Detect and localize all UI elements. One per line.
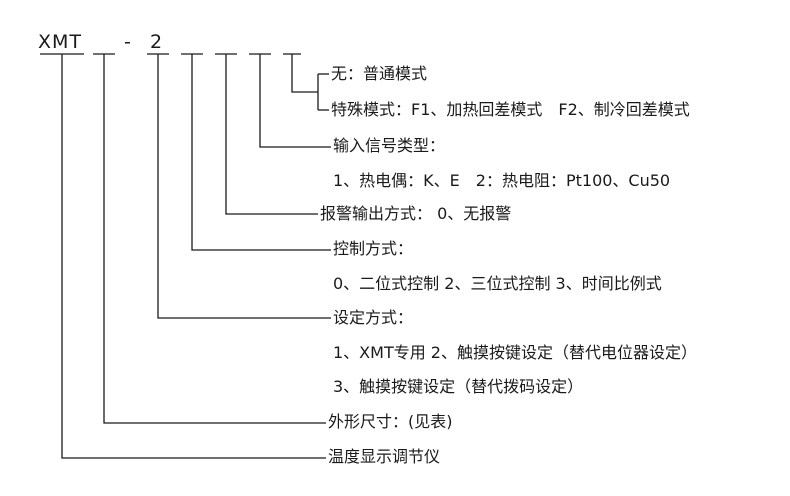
label-mode-none: 无：普通模式 (331, 64, 428, 83)
connector-alarm (225, 54, 318, 215)
label-control-title: 控制方式： (333, 239, 414, 258)
label-input-type-title: 输入信号类型： (333, 136, 446, 155)
label-input-type-options: 1、热电偶：K、E 2：热电阻：Pt100、Cu50 (333, 171, 671, 190)
connector-mode (291, 54, 318, 93)
label-control-options: 0、二位式控制 2、三位式控制 3、时间比例式 (333, 274, 662, 293)
connector-input-type (259, 54, 331, 148)
code-dash: - (124, 31, 132, 53)
label-size: 外形尺寸：(见表) (328, 412, 453, 431)
connector-setting (157, 54, 331, 319)
label-alarm-output: 报警输出方式： 0、无报警 (320, 204, 512, 223)
connector-size (103, 54, 326, 424)
connector-product (61, 54, 326, 459)
label-setting-title: 设定方式： (333, 308, 414, 327)
label-mode-special: 特殊模式：F1、加热回差模式 F2、制冷回差模式 (331, 100, 690, 119)
label-product: 温度显示调节仪 (328, 447, 441, 466)
label-setting-options-2: 3、触摸按键设定（替代拨码设定） (333, 377, 584, 396)
label-setting-options-1: 1、XMT专用 2、触摸按键设定（替代电位器设定） (333, 343, 697, 362)
code-prefix: XMT (38, 31, 83, 53)
code-digit: 2 (150, 31, 164, 53)
connector-control (191, 54, 331, 251)
